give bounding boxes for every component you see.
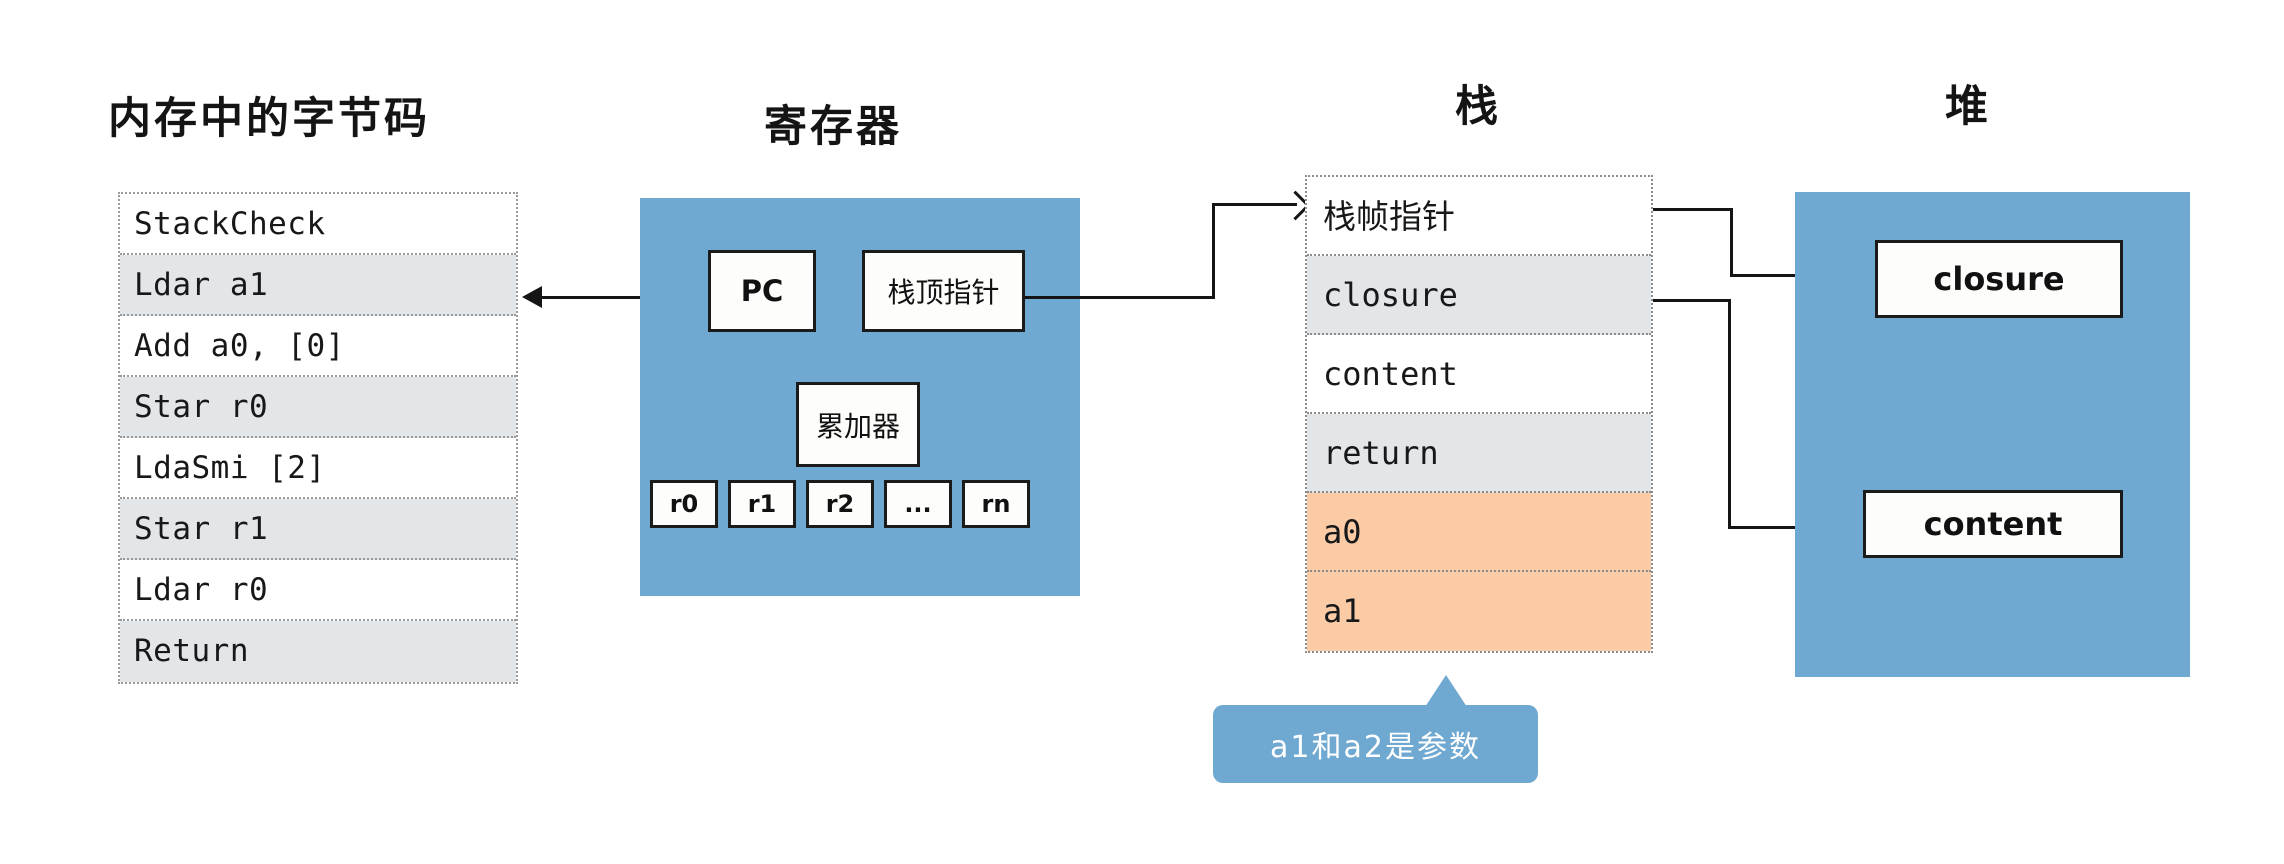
heap-closure-box: closure xyxy=(1875,240,2123,318)
sp-connector-segment-h2 xyxy=(1212,203,1297,206)
heap-column-title: 堆 xyxy=(1945,82,1991,132)
stack-row-a1: a1 xyxy=(1307,572,1651,651)
sp-connector-segment-h1 xyxy=(1025,296,1215,299)
callout-tail xyxy=(1425,675,1467,707)
arguments-callout: a1和a2是参数 xyxy=(1213,705,1538,783)
register-slot-ellipsis: ... xyxy=(884,480,952,528)
heap-panel: closure content xyxy=(1795,192,2190,677)
bytecode-row: Ldar a1 xyxy=(120,255,516,316)
stack-column-title: 栈 xyxy=(1455,82,1501,132)
stack-row-closure: closure xyxy=(1307,256,1651,335)
register-slot: r1 xyxy=(728,480,796,528)
bytecode-row: Star r0 xyxy=(120,377,516,438)
accumulator-box: 累加器 xyxy=(796,382,920,467)
bytecode-row: LdaSmi [2] xyxy=(120,438,516,499)
bytecode-column-title: 内存中的字节码 xyxy=(108,94,430,144)
bytecode-row: Add a0, [0] xyxy=(120,316,516,377)
stack-pointer-box: 栈顶指针 xyxy=(862,250,1025,332)
closure-to-content-h1 xyxy=(1653,299,1731,302)
stack-row-a0: a0 xyxy=(1307,493,1651,572)
closure-to-content-v xyxy=(1728,299,1731,529)
bytecode-row: Return xyxy=(120,621,516,682)
frame-to-closure-v xyxy=(1730,208,1733,276)
register-slot: rn xyxy=(962,480,1030,528)
stack-row-return: return xyxy=(1307,414,1651,493)
register-panel: PC 栈顶指针 累加器 r0 r1 r2 ... rn xyxy=(640,198,1080,596)
sp-connector-segment-v xyxy=(1212,203,1215,299)
bytecode-row: Star r1 xyxy=(120,499,516,560)
bytecode-row: StackCheck xyxy=(120,194,516,255)
stack-row-frame-pointer: 栈帧指针 xyxy=(1307,177,1651,256)
register-slot: r0 xyxy=(650,480,718,528)
bytecode-row: Ldar r0 xyxy=(120,560,516,621)
stack-list: 栈帧指针 closure content return a0 a1 xyxy=(1305,175,1653,653)
register-slot: r2 xyxy=(806,480,874,528)
bytecode-list: StackCheck Ldar a1 Add a0, [0] Star r0 L… xyxy=(118,192,518,684)
register-column-title: 寄存器 xyxy=(764,102,902,152)
heap-content-box: content xyxy=(1863,490,2123,558)
pc-to-bytecode-line xyxy=(540,296,720,299)
pc-to-bytecode-arrowhead xyxy=(522,286,542,308)
pc-box: PC xyxy=(708,250,816,332)
stack-row-content: content xyxy=(1307,335,1651,414)
frame-to-closure-h1 xyxy=(1653,208,1733,211)
